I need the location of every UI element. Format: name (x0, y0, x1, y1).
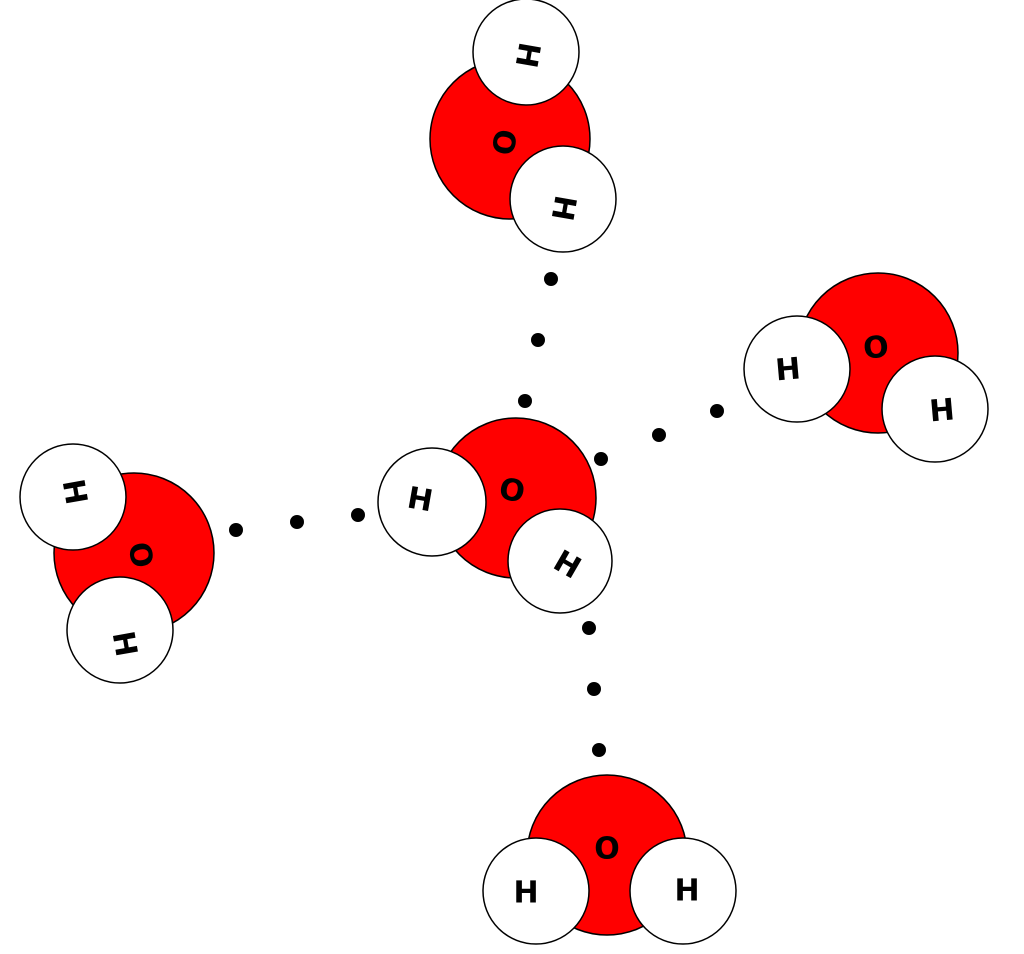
bond-dot (518, 394, 532, 408)
bond-dot (587, 682, 601, 696)
hydrogen-atom (629, 837, 737, 945)
hydrogen-label: H (508, 40, 547, 71)
hydrogen-atom (377, 447, 487, 557)
hydrogen-atom (19, 443, 127, 551)
oxygen-label: O (496, 472, 527, 511)
bond-dot (290, 515, 304, 529)
bond-dot (710, 404, 724, 418)
hydrogen-label: H (405, 481, 436, 520)
hydrogen-atom (482, 837, 590, 945)
oxygen-label: O (594, 832, 620, 867)
hydrogen-label: H (55, 477, 94, 508)
hydrogen-label: H (774, 351, 802, 388)
bond-dot (229, 523, 243, 537)
bond-dot (652, 428, 666, 442)
hydrogen-label: H (544, 193, 583, 224)
water-molecule-center: O H H (377, 417, 613, 614)
hydrogen-bond-bottom (582, 621, 606, 757)
hydrogen-atom (507, 508, 613, 614)
oxygen-label: O (862, 329, 890, 366)
oxygen-label: O (484, 126, 523, 157)
bond-dot (592, 743, 606, 757)
bond-dot (582, 621, 596, 635)
oxygen-label: O (121, 539, 160, 570)
bond-dot (594, 452, 608, 466)
hydrogen-label: H (513, 876, 538, 911)
hydrogen-atom (472, 0, 580, 106)
bond-dot (544, 272, 558, 286)
hydrogen-bond-right (594, 404, 724, 466)
hydrogen-bond-top (518, 272, 558, 408)
hydrogen-atom (881, 355, 989, 463)
water-molecule-bottom: O H H (482, 774, 737, 945)
hydrogen-atom (66, 576, 174, 684)
bond-dot (531, 333, 545, 347)
hydrogen-label: H (928, 392, 956, 429)
water-molecule-left: O H H (19, 443, 215, 684)
hydrogen-atom (509, 145, 617, 253)
hydrogen-label: H (105, 629, 144, 660)
water-molecule-top: O H H (429, 0, 617, 253)
hydrogen-bond-left (229, 508, 365, 537)
water-molecule-right: O H H (743, 272, 989, 463)
hydrogen-label: H (674, 874, 699, 909)
hydrogen-atom (743, 315, 851, 423)
bond-dot (351, 508, 365, 522)
